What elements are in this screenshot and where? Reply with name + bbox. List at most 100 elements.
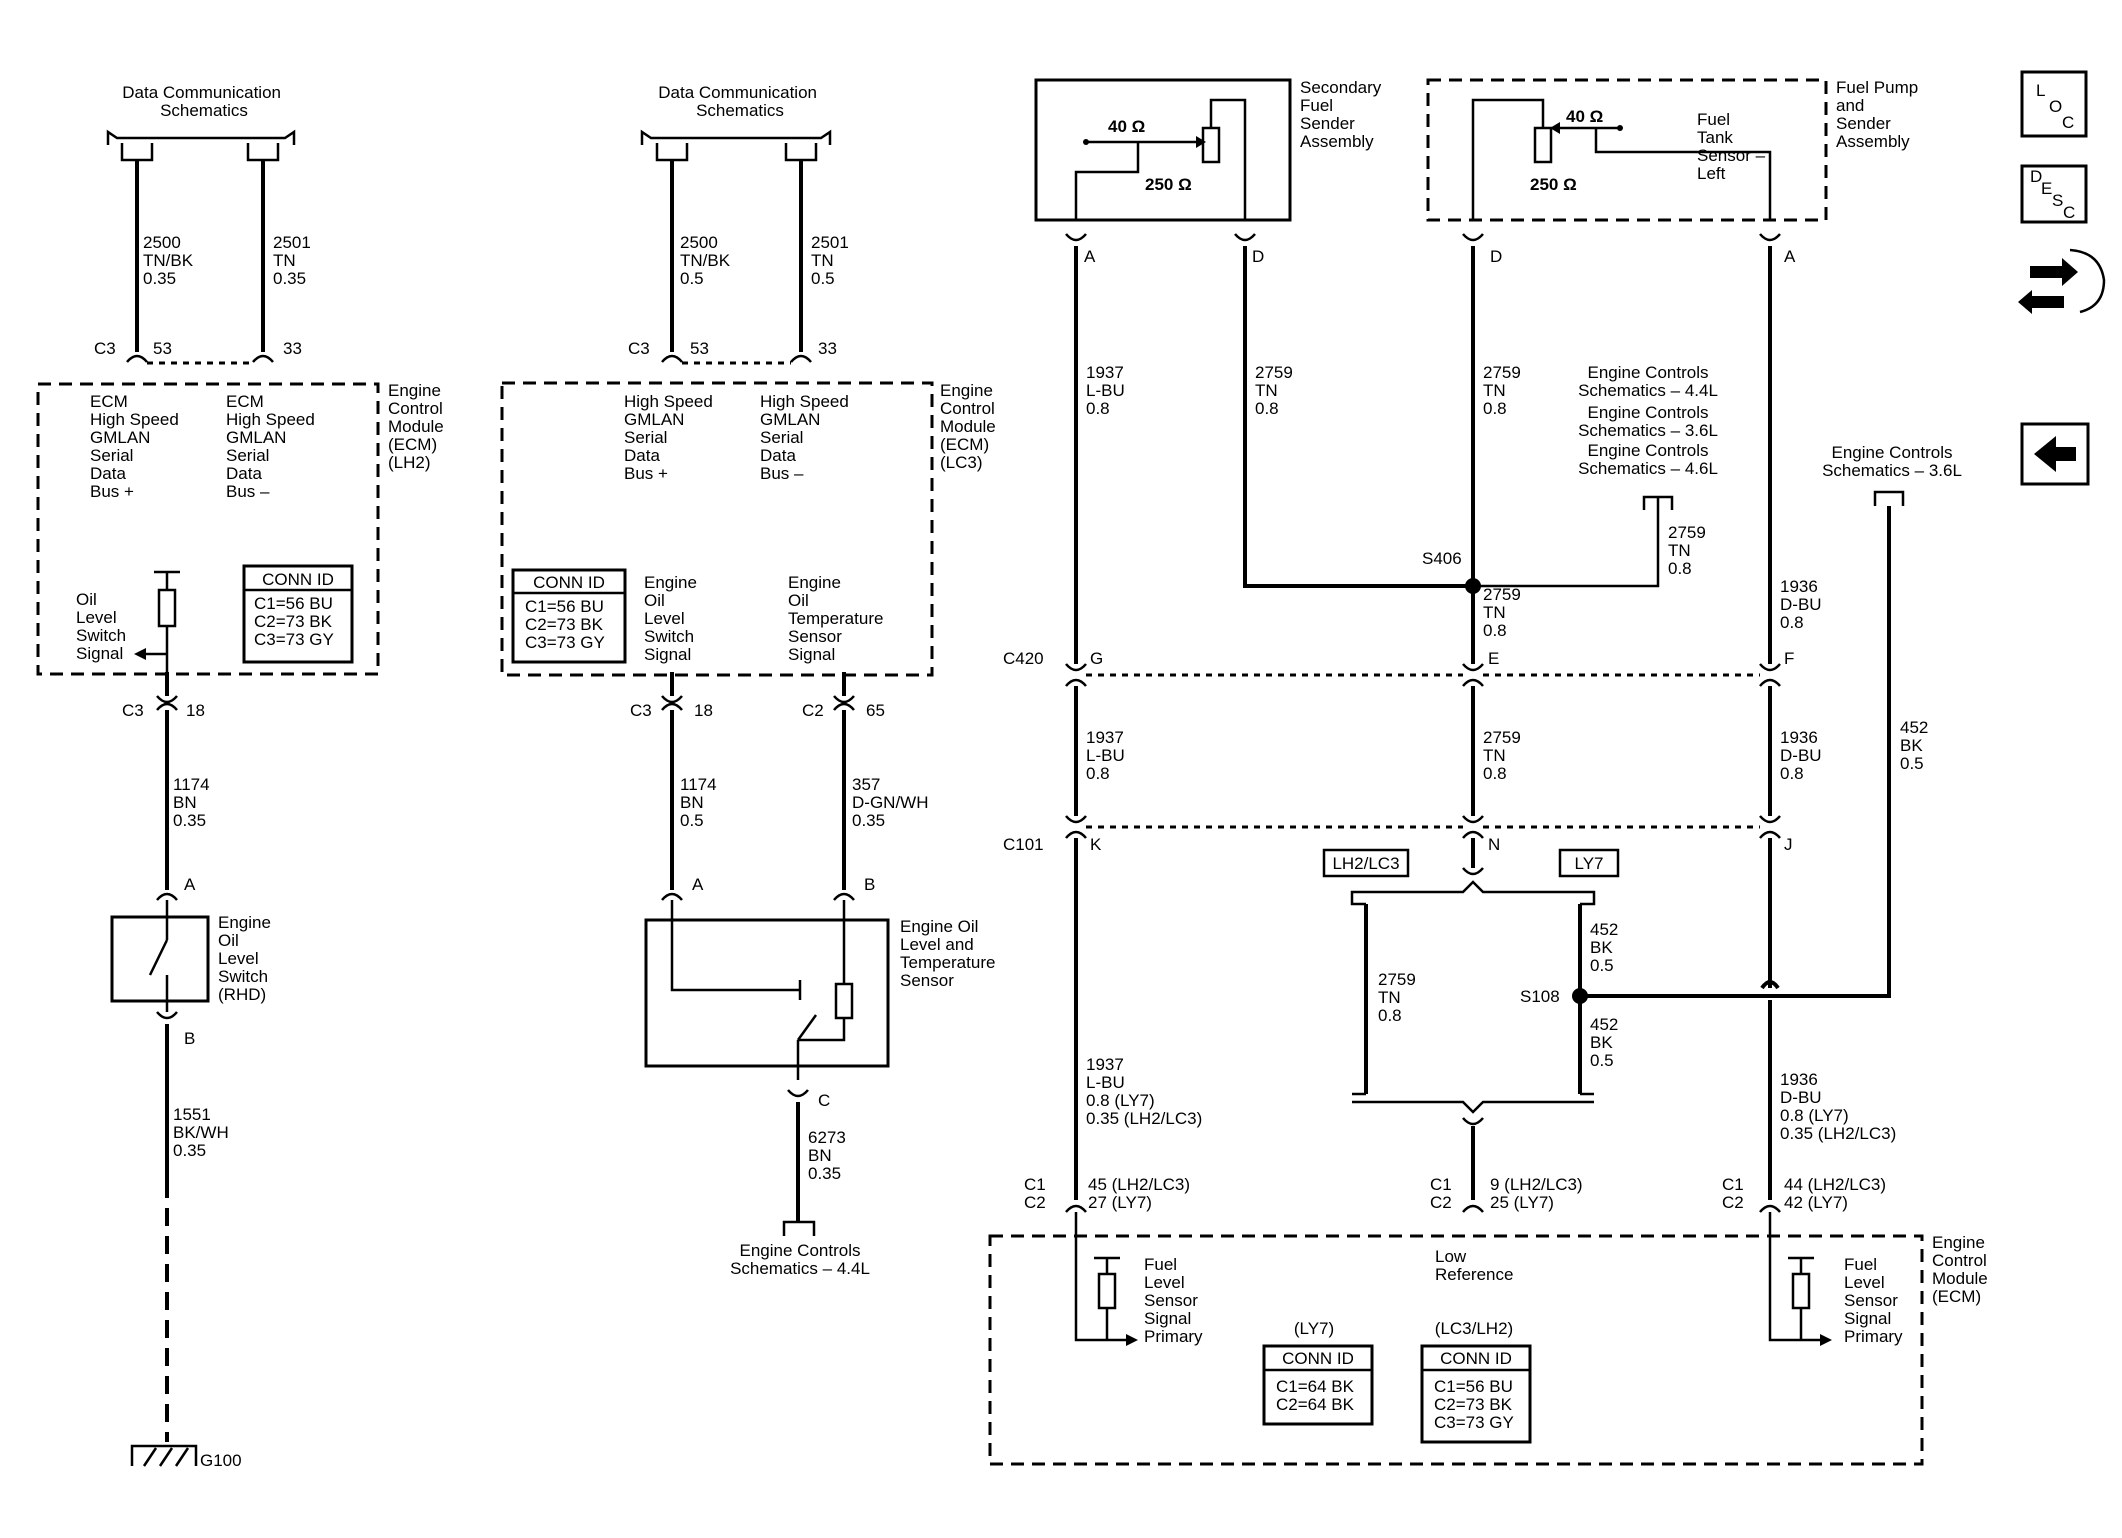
desc-s: S [2052,191,2063,210]
desc-c: C [2063,203,2075,222]
option-ly7: LY7 [1575,854,1604,873]
ohm-250-pump: 250 Ω [1530,175,1577,194]
pin-a-label: A [184,875,196,894]
pin-33-label-2: 33 [818,339,837,358]
conn-id-lc3lh2-option: (LC3/LH2) [1435,1319,1513,1338]
nav-loc-button[interactable]: L O C [2020,70,2088,138]
pins-ecm-left: 45 (LH2/LC3)27 (LY7) [1088,1175,1190,1212]
pin-c-label: C [818,1091,830,1110]
pin-33-label: 33 [283,339,302,358]
conn-c101-label: C101 [1003,835,1044,854]
conn-c3-label-2: C3 [122,701,144,720]
pin-f-label: F [1784,649,1794,668]
conn-id-ly7-option: (LY7) [1294,1319,1334,1338]
pins-ecm-mid: 9 (LH2/LC3)25 (LY7) [1490,1175,1583,1212]
ground-symbol [130,1444,198,1467]
pin-65-label: 65 [866,701,885,720]
pin-a-pump: A [1784,247,1796,266]
conn-c3-label: C3 [94,339,116,358]
conn-c2-label: C2 [802,701,824,720]
conn-id-title-lc3: CONN ID [533,573,605,592]
conn-c420-label: C420 [1003,649,1044,668]
desc-d: D [2030,167,2042,186]
pins-ecm-right: 44 (LH2/LC3)42 (LY7) [1784,1175,1886,1212]
option-lh2lc3: LH2/LC3 [1332,854,1399,873]
splice-s406: S406 [1422,549,1462,568]
ohm-40-pump: 40 Ω [1566,107,1603,126]
pin-d-pump: D [1490,247,1502,266]
pin-j-label: J [1784,835,1793,854]
pin-53-label-2: 53 [690,339,709,358]
ohm-40-sec: 40 Ω [1108,117,1145,136]
connector-view-icon[interactable] [2018,248,2106,314]
pin-a-label-2: A [692,875,704,894]
pin-53-label: 53 [153,339,172,358]
loc-o: O [2049,97,2062,116]
ref-data-comm-mid[interactable]: Data Communication Schematics [658,83,821,120]
pin-e-label: E [1488,649,1499,668]
nav-desc-button[interactable]: D E S C [2020,164,2088,224]
pin-18-label: 18 [186,701,205,720]
loc-l: L [2036,81,2045,100]
conn-id-title-lh2: CONN ID [262,570,334,589]
ref-data-comm-left[interactable]: Data Communication Schematics [122,83,285,120]
ground-g100-label: G100 [200,1451,242,1470]
conn-id-title-ly7: CONN ID [1282,1349,1354,1368]
conn-c3-label-3: C3 [628,339,650,358]
pin-g-label: G [1090,649,1103,668]
desc-e: E [2041,179,2052,198]
back-arrow-button[interactable] [2020,422,2090,486]
conn-c3-label-4: C3 [630,701,652,720]
ohm-250-sec: 250 Ω [1145,175,1192,194]
pin-n-label: N [1488,835,1500,854]
back-arrow-icon [2034,436,2076,472]
